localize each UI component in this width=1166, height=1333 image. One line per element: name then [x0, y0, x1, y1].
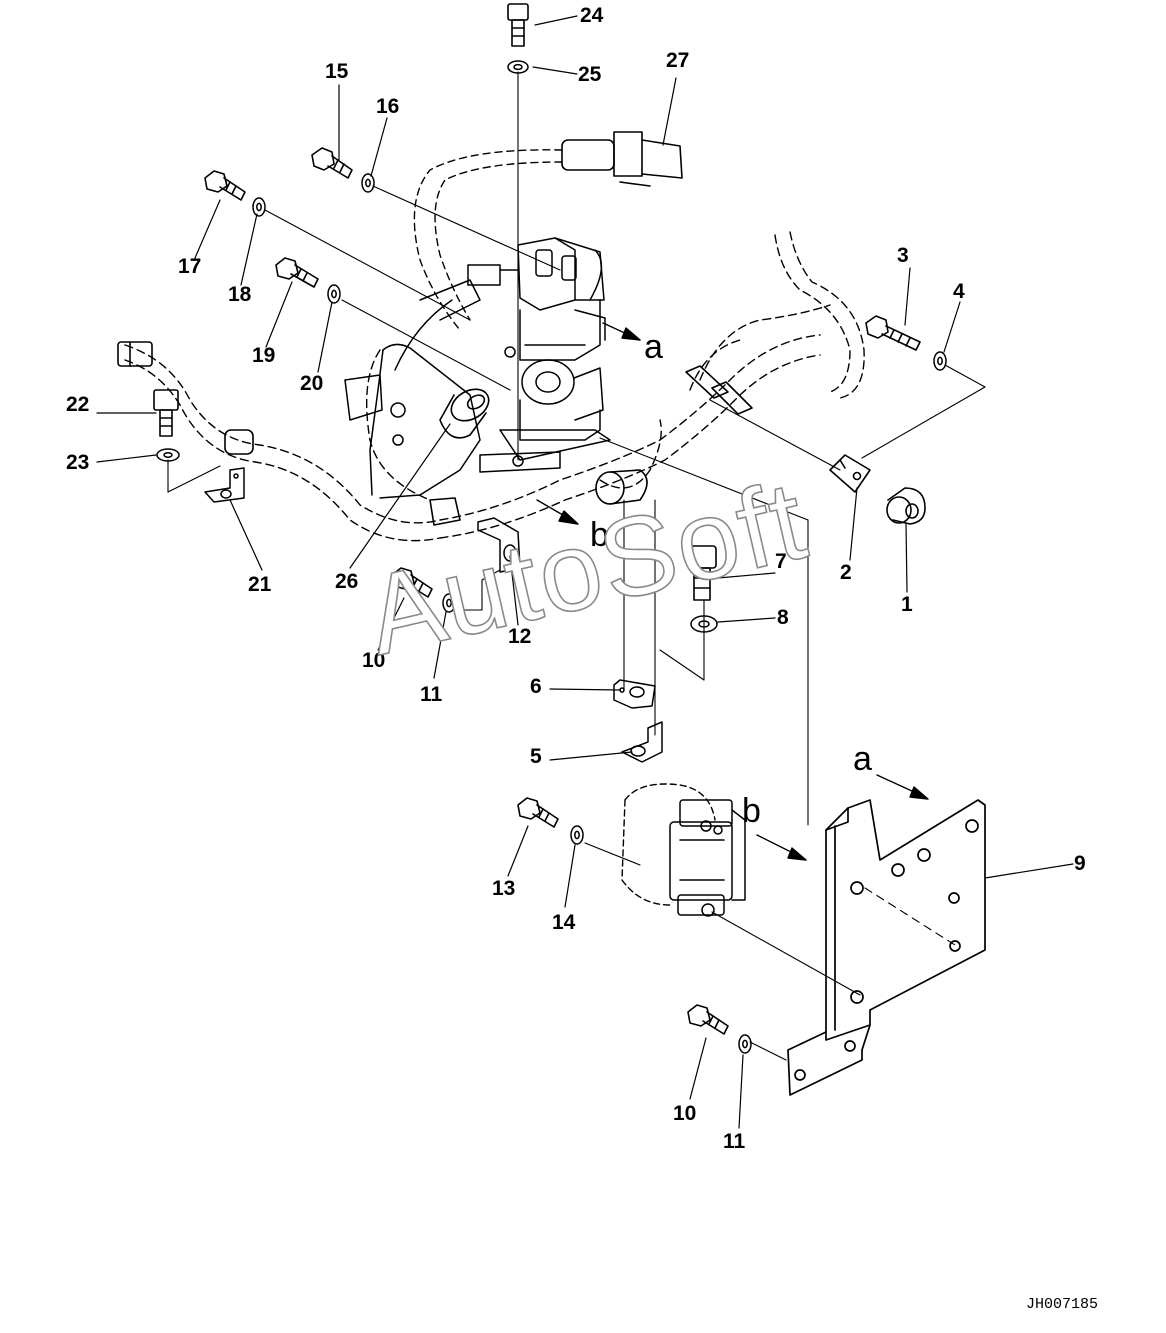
part-number-10-lower: 10 [673, 1102, 697, 1125]
bolt-10-upper [391, 567, 433, 598]
bolt-22 [153, 389, 179, 437]
view-label-a-upper: a [644, 328, 663, 366]
bolt-3 [865, 315, 921, 351]
part-number-25: 25 [578, 63, 602, 86]
part-number-3: 3 [897, 244, 909, 267]
part-number-21: 21 [248, 573, 272, 596]
view-label-b-lower: b [742, 792, 761, 830]
leader-lines [96, 15, 1074, 1129]
part-number-11-upper: 11 [420, 683, 443, 706]
part-number-11-lower: 11 [723, 1130, 746, 1153]
part-number-6: 6 [530, 675, 542, 698]
view-label-a-lower: a [853, 740, 872, 778]
part-number-9: 9 [1074, 852, 1086, 875]
bolt-15 [311, 147, 353, 179]
part-number-24: 24 [580, 4, 604, 27]
part-number-12: 12 [508, 625, 532, 648]
bracket-6 [613, 679, 656, 709]
part-number-15: 15 [325, 60, 349, 83]
bolt-10-lower [687, 1004, 729, 1035]
bolt-24 [507, 3, 529, 47]
part-number-17: 17 [178, 255, 202, 278]
controller-unit [621, 783, 716, 906]
part-number-4: 4 [953, 280, 965, 303]
part-number-14: 14 [552, 911, 576, 934]
part-number-10-upper: 10 [362, 649, 386, 672]
mounting-plate-9 [787, 799, 986, 1096]
bracket-12 [477, 517, 521, 573]
part-number-7: 7 [775, 550, 787, 573]
part-number-19: 19 [252, 344, 276, 367]
connector-27 [561, 131, 683, 187]
part-number-8: 8 [777, 606, 789, 629]
assembly-lines [167, 71, 986, 1061]
bolt-17 [204, 170, 246, 201]
part-number-1: 1 [901, 593, 913, 616]
sensor-26 [439, 388, 490, 439]
part-number-2: 2 [840, 561, 852, 584]
part-number-18: 18 [228, 283, 252, 306]
part-number-13: 13 [492, 877, 516, 900]
part-number-16: 16 [376, 95, 400, 118]
view-label-b-upper: b [590, 516, 609, 554]
bolt-13 [517, 797, 559, 828]
clip-2 [829, 454, 871, 493]
band-clamps [224, 365, 753, 526]
controller-body [669, 799, 746, 917]
collar-1 [886, 487, 926, 525]
bolt-19 [275, 257, 319, 288]
part-number-27: 27 [666, 49, 690, 72]
washers [156, 60, 947, 1054]
bolt-7 [687, 545, 717, 601]
mounting-bracket-left [344, 279, 481, 499]
part-number-20: 20 [300, 372, 324, 395]
drawing-code: JH007185 [1025, 1296, 1098, 1313]
hose-end [117, 341, 153, 367]
view-arrows [536, 322, 929, 861]
part-number-26: 26 [335, 570, 359, 593]
harness-upper-wire [413, 149, 563, 331]
main-harness [124, 231, 865, 542]
solenoid-valve-assembly [467, 237, 611, 473]
bracket-5 [621, 721, 663, 763]
part-number-22: 22 [66, 393, 90, 416]
part-number-23: 23 [66, 451, 90, 474]
bracket-21 [204, 467, 245, 503]
part-number-5: 5 [530, 745, 542, 768]
